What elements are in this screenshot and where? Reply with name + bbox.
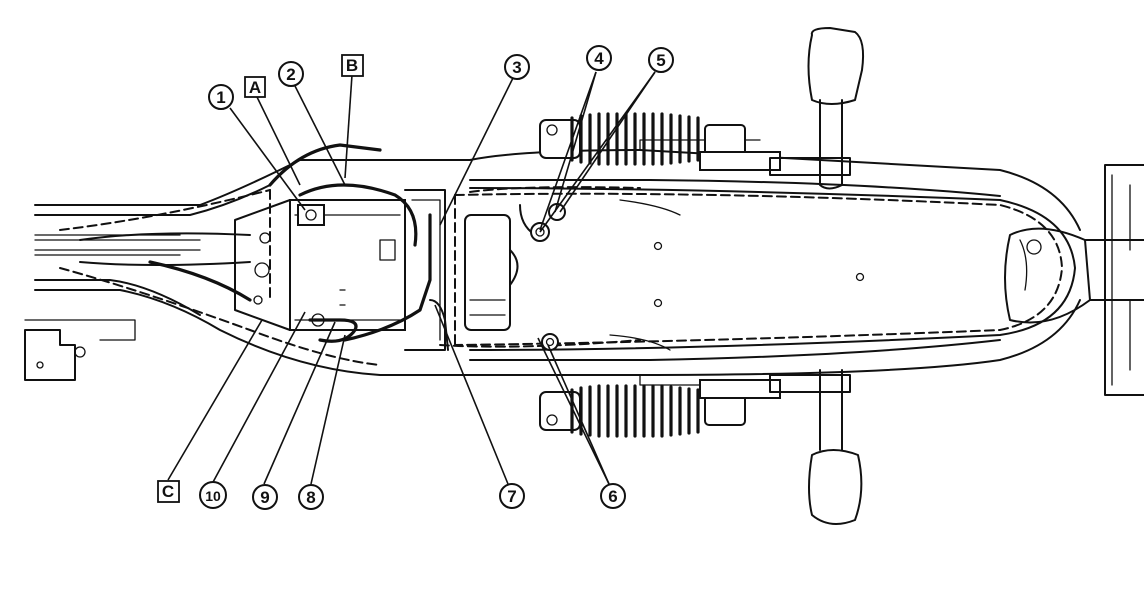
callout-7-label: 7 (507, 487, 516, 506)
callout-a-label: A (249, 78, 261, 97)
lower-shock-absorber (539, 379, 781, 438)
callout-9: 9 (252, 484, 278, 510)
frame-rails (34, 139, 1081, 386)
callout-10-label: 10 (205, 488, 221, 504)
callout-10: 10 (199, 481, 227, 509)
lower-spring-coils (570, 384, 700, 438)
callout-6-label: 6 (608, 487, 617, 506)
rear-fender (454, 187, 1076, 351)
callout-5-label: 5 (656, 51, 665, 70)
upper-turn-signal (769, 27, 865, 190)
lower-turn-signal (769, 369, 863, 525)
callout-8: 8 (298, 484, 324, 510)
callout-3-label: 3 (512, 58, 521, 77)
center-panel (404, 189, 446, 351)
tail-light (1004, 164, 1144, 396)
upper-spring-coils (570, 112, 700, 166)
rectifier-unit (464, 214, 519, 331)
mounting-bracket (24, 319, 136, 381)
wiring-harness (59, 143, 641, 366)
battery-bracket (234, 199, 291, 331)
callout-b-label: B (346, 56, 358, 75)
callout-b: B (341, 54, 364, 77)
callout-c: C (157, 480, 180, 503)
callout-8-label: 8 (306, 488, 315, 507)
upper-shock-absorber (539, 112, 781, 171)
battery (289, 199, 406, 331)
callout-6: 6 (600, 483, 626, 509)
callout-4-label: 4 (594, 49, 604, 68)
callout-a: A (244, 76, 266, 98)
callout-3: 3 (504, 54, 530, 80)
callout-2-label: 2 (286, 65, 295, 84)
callout-1: 1 (208, 84, 234, 110)
clamps (530, 203, 566, 351)
callout-4: 4 (586, 45, 612, 71)
leader-lines (167, 71, 656, 485)
callout-2: 2 (278, 61, 304, 87)
callout-c-label: C (162, 482, 174, 501)
callout-7: 7 (499, 483, 525, 509)
callout-9-label: 9 (260, 488, 269, 507)
callout-1-label: 1 (216, 88, 225, 107)
callout-5: 5 (648, 47, 674, 73)
